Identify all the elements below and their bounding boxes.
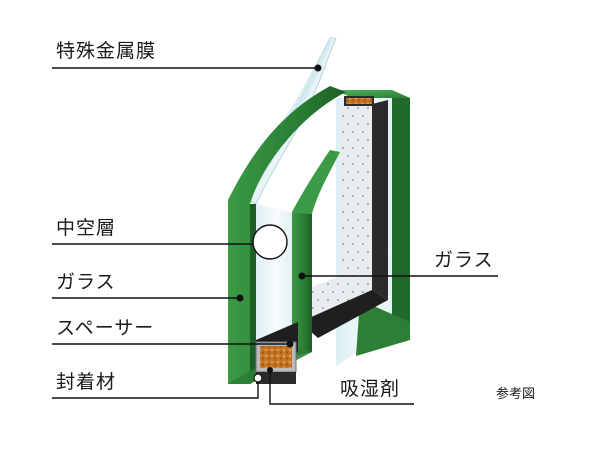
air-layer-marker [252,224,288,260]
label-sealant: 封着材 [56,371,117,393]
spacer-channel [300,100,388,338]
label-glass-left: ガラス [56,271,116,293]
desiccant-top-slot [344,96,374,106]
label-desiccant: 吸湿剤 [340,378,401,400]
spacer-cross-section [255,322,298,384]
sealant-marker [253,373,263,383]
label-reference: 参考図 [496,387,536,402]
label-glass-right: ガラス [434,249,494,271]
leader-markers [236,64,322,373]
label-spacer: スペーサー [56,317,155,339]
label-special-metal-film: 特殊金属膜 [56,40,157,62]
leader-lines [52,67,498,405]
label-air-layer: 中空層 [56,217,117,239]
